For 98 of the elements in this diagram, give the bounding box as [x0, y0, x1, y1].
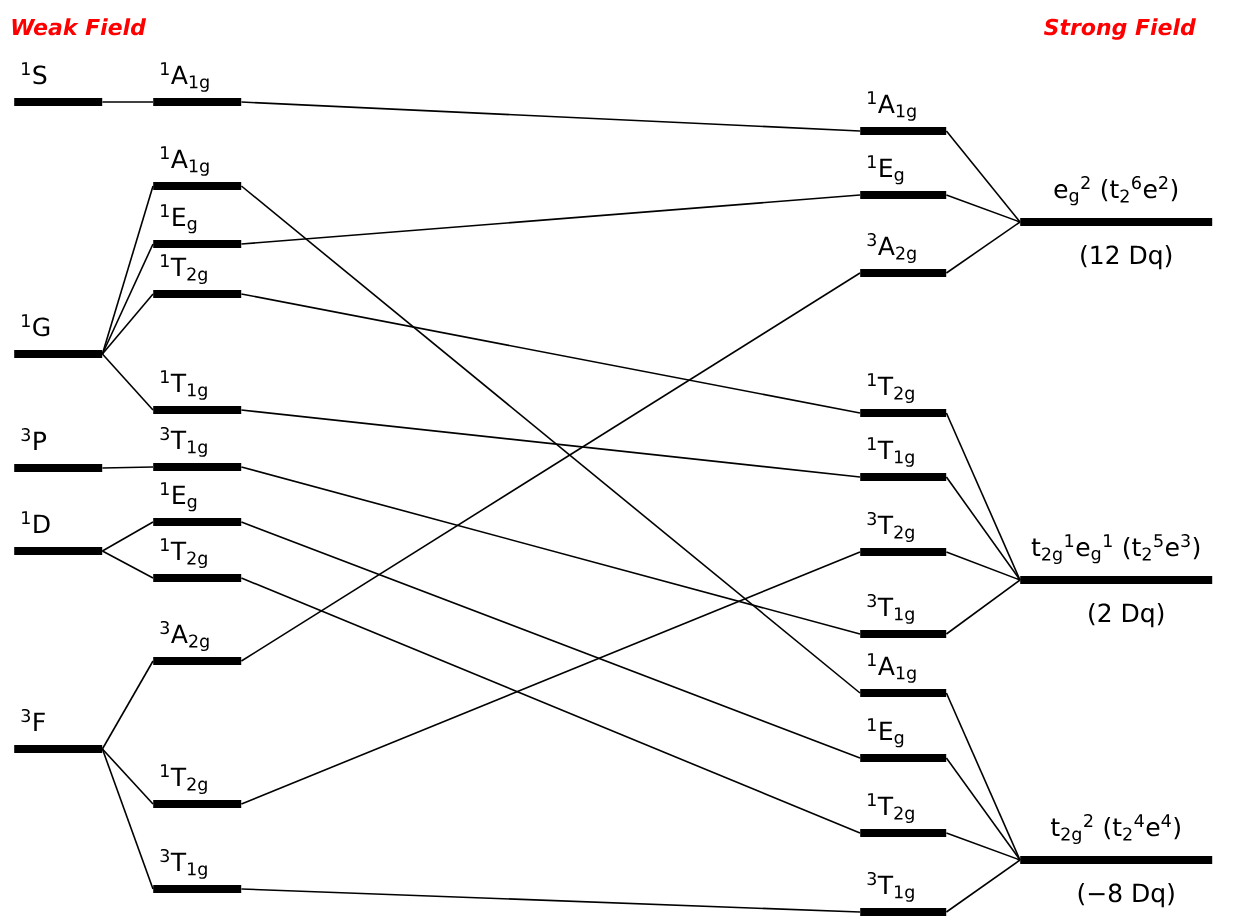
node-label: $^{1}$E$_{g}$: [161, 204, 197, 234]
correlation-line: [945, 859, 1021, 913]
node-label: $^{1}$E$_{g}$: [161, 482, 197, 512]
energy-level: $^{1}$E$_{g}$: [153, 204, 242, 248]
node-label: $^{1}$T$_{2g}$: [161, 764, 207, 795]
configuration-level: t$_{2g}$$^{2}$ (t$_{2}$$^{4}$e$^{4}$) (−8 Dq): [1020, 814, 1213, 908]
correlation-line: [101, 185, 154, 355]
node-label: $^{1}$T$_{2g}$: [868, 793, 914, 824]
correlation-line: [101, 466, 154, 469]
correlation-line: [101, 660, 154, 750]
correlation-line: [945, 221, 1021, 274]
correlation-line: [101, 243, 154, 355]
correlation-line: [101, 550, 154, 579]
correlation-line: [240, 551, 861, 805]
field-heading: Weak Field: [12, 18, 147, 36]
configuration-level: e$_{g}$$^{2}$ (t$_{2}$$^{6}$e$^{2}$) (12 Dq): [1020, 176, 1213, 270]
energy-level: $^{3}$T$_{2g}$: [860, 512, 947, 556]
correlation-line: [945, 412, 1021, 581]
energy-level: $^{3}$T$_{1g}$: [860, 594, 947, 638]
correlation-line: [945, 579, 1021, 635]
energy-level: $^{1}$T$_{2g}$: [153, 538, 242, 582]
energy-level: $^{1}$E$_{g}$: [153, 482, 242, 526]
correlation-line: [101, 293, 154, 355]
correlation-line: [240, 194, 861, 245]
energy-level: $^{1}$A$_{1g}$: [860, 91, 947, 135]
energy-level: $^{1}$T$_{2g}$: [153, 254, 242, 298]
correlation-line: [101, 101, 154, 103]
correlation-line: [945, 692, 1021, 861]
node-label: $^{1}$T$_{2g}$: [868, 373, 914, 404]
energy-level: $^{3}$T$_{1g}$: [860, 872, 947, 916]
correlation-line: [240, 293, 861, 414]
node-label: $^{1}$A$_{1g}$: [868, 653, 916, 683]
node-label: $^{1}$T$_{1g}$: [868, 437, 914, 467]
energy-level: $^{3}$P: [14, 428, 103, 472]
node-label: $^{1}$S: [22, 62, 47, 85]
correlation-line: [101, 353, 154, 411]
node-label: $^{1}$A$_{1g}$: [161, 62, 209, 92]
node-label: $^{3}$P: [21, 427, 47, 450]
node-label: (−8 Dq): [1078, 883, 1174, 908]
energy-level: $^{1}$G: [14, 314, 103, 358]
correlation-line: [240, 409, 861, 478]
node-label: (2 Dq): [1089, 603, 1164, 628]
energy-level: $^{1}$T$_{1g}$: [860, 437, 947, 481]
energy-level: $^{1}$T$_{2g}$: [860, 373, 947, 417]
energy-level: $^{3}$F: [14, 709, 103, 753]
node-label: $^{3}$T$_{2g}$: [867, 511, 914, 543]
node-label: t$_{2g}$$^{1}$e$_{g}$$^{1}$ (t$_{2}$$^{5}$e$^{3}$): [1031, 533, 1200, 565]
node-label: $^{3}$A$_{2g}$: [867, 232, 916, 264]
node-label: e$_{g}$$^{2}$ (t$_{2}$$^{6}$e$^{2}$): [1054, 175, 1178, 206]
correlation-line: [240, 888, 861, 913]
correlation-line: [240, 466, 861, 635]
node-label: $^{1}$E$_{g}$: [868, 718, 904, 748]
correlation-line: [240, 577, 861, 834]
node-label: t$_{2g}$$^{2}$ (t$_{2}$$^{4}$e$^{4}$): [1051, 813, 1180, 845]
energy-level: $^{3}$T$_{1g}$: [153, 849, 242, 893]
energy-level: $^{1}$D: [14, 511, 103, 555]
correlation-line: [945, 551, 1021, 581]
field-heading: Strong Field: [1043, 18, 1196, 40]
correlation-line: [101, 521, 154, 552]
energy-level: $^{1}$A$_{1g}$: [153, 146, 242, 190]
node-label: $^{1}$A$_{1g}$: [868, 91, 916, 121]
correlation-line: [101, 748, 154, 890]
correlation-line: [240, 272, 861, 662]
energy-level: $^{1}$A$_{1g}$: [153, 62, 242, 106]
node-label: $^{1}$T$_{1g}$: [161, 370, 207, 400]
node-label: $^{1}$A$_{1g}$: [161, 146, 209, 176]
correlation-line: [240, 101, 861, 132]
node-label: $^{3}$T$_{1g}$: [867, 593, 914, 624]
node-label: $^{1}$T$_{2g}$: [161, 538, 207, 569]
node-label: $^{3}$T$_{1g}$: [867, 871, 914, 902]
energy-level: $^{3}$T$_{1g}$: [153, 427, 242, 471]
energy-level: $^{1}$E$_{g}$: [860, 718, 947, 762]
energy-level: $^{3}$A$_{2g}$: [153, 621, 242, 665]
correlation-line: [945, 130, 1021, 223]
correlation-line: [240, 185, 861, 694]
node-label: $^{3}$F: [21, 708, 45, 731]
node-label: $^{3}$T$_{1g}$: [160, 848, 207, 879]
node-label: $^{1}$G: [22, 314, 50, 337]
correlation-line: [945, 832, 1021, 861]
correlation-line: [240, 521, 861, 759]
node-label: $^{3}$T$_{1g}$: [160, 426, 207, 457]
node-label: $^{1}$T$_{2g}$: [161, 254, 207, 285]
configuration-level: t$_{2g}$$^{1}$e$_{g}$$^{1}$ (t$_{2}$$^{5}$e$^{3}$) (2 Dq): [1020, 534, 1213, 628]
energy-level: $^{1}$E$_{g}$: [860, 155, 947, 199]
energy-level: $^{3}$A$_{2g}$: [860, 233, 947, 277]
correlation-line: [945, 757, 1021, 861]
node-label: $^{1}$E$_{g}$: [868, 155, 904, 185]
node-label: $^{1}$D: [22, 511, 50, 533]
node-label: (12 Dq): [1081, 245, 1172, 270]
energy-level: $^{1}$T$_{2g}$: [860, 793, 947, 837]
correlation-line: [945, 194, 1021, 223]
energy-level: $^{1}$A$_{1g}$: [860, 653, 947, 697]
energy-level: $^{1}$T$_{1g}$: [153, 370, 242, 414]
energy-level: $^{1}$T$_{2g}$: [153, 764, 242, 808]
node-label: $^{3}$A$_{2g}$: [160, 620, 209, 652]
correlation-line: [101, 748, 154, 805]
correlation-line: [945, 476, 1021, 581]
energy-level: $^{1}$S: [14, 62, 103, 106]
